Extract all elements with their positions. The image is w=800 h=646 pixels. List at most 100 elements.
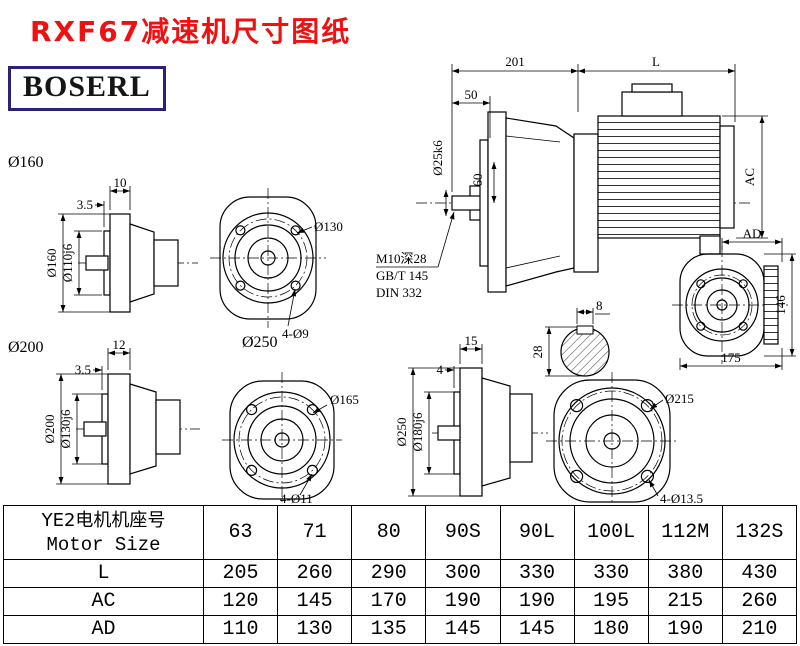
motor-size-header-cell: YE2电机机座号 Motor Size	[3, 505, 204, 560]
rear-shaft-stub	[699, 235, 721, 255]
flange-200-group-label: Ø200	[8, 339, 44, 356]
flange-200-side-view: 12 3.5 Ø200 Ø130j6	[42, 337, 200, 485]
dim-146-label: 146	[773, 295, 788, 315]
flange-160-plate	[109, 213, 131, 313]
flange-250-group-label: Ø250	[242, 334, 278, 351]
bolt-hole	[640, 469, 655, 483]
flange-250-housing	[481, 377, 511, 487]
motor-body	[597, 115, 721, 239]
column-header: 112M	[647, 505, 723, 560]
dim-160-holes-label: 4-Ø9	[282, 326, 309, 341]
logo-text: BOSERL	[23, 70, 151, 103]
dim-160-bc-label: Ø130	[314, 219, 343, 234]
rear-motor-block	[763, 265, 779, 345]
dim-50-label: 50	[465, 87, 478, 102]
motor-dimension-table: YE2电机机座号 Motor Size 63 71 80 90S 90L 100…	[3, 505, 798, 644]
table-cell: 260	[721, 587, 798, 616]
bolt-hole	[235, 225, 246, 236]
flange-250-plate	[459, 367, 483, 497]
dim-200-thickness-label: 12	[113, 337, 126, 352]
table-cell: 170	[351, 587, 427, 616]
table-cell: 215	[647, 587, 723, 616]
terminal-box	[621, 91, 683, 117]
dim-200-spigot-label: Ø130j6	[58, 409, 73, 449]
column-header: 90L	[499, 505, 575, 560]
dim-201-label: 201	[505, 54, 525, 69]
table-header-row: YE2电机机座号 Motor Size 63 71 80 90S 90L 100…	[3, 505, 798, 560]
shaft-key-section: 8 28	[530, 298, 610, 377]
motor-adapter	[573, 133, 599, 273]
flange-250-side-view: 15 4 Ø250 Ø180j6	[394, 333, 548, 497]
flange-160-group-label: Ø160	[8, 154, 44, 171]
flange-160-front-view: Ø130 4-Ø9	[210, 188, 343, 341]
dim-200-od-label: Ø200	[42, 415, 57, 444]
column-header: 63	[202, 505, 279, 560]
flange-250-front-view: Ø215 4-Ø13.5	[546, 372, 703, 505]
table-cell: 190	[425, 587, 501, 616]
flange-160-side-view: 10 3.5 Ø160 Ø110j6	[44, 175, 198, 313]
table-cell: 190	[499, 587, 575, 616]
dim-AC-label: AC	[742, 168, 757, 186]
column-header: 132S	[721, 505, 798, 560]
dim-160-spigot-label: Ø110j6	[60, 243, 75, 282]
table-cell: 330	[499, 559, 575, 588]
flange-160-outline	[219, 196, 317, 320]
dim-key-width-label: 8	[596, 298, 603, 313]
flange-160-housing	[129, 223, 155, 303]
keyway-slot	[576, 325, 594, 335]
row-label: AD	[3, 615, 204, 644]
flange-160-housing-rear	[153, 239, 179, 287]
table-cell: 290	[351, 559, 427, 588]
flange-250-shaft	[437, 425, 461, 441]
row-label: L	[3, 559, 204, 588]
table-row-L: L 205 260 290 300 330 330 380 430	[3, 559, 798, 588]
technical-drawing: 201 L 50 Ø25k6 60 AC M10深28 GB/T 145 DIN…	[8, 54, 796, 505]
flange-200-housing	[129, 383, 157, 475]
row-label: AC	[3, 587, 204, 616]
flange-160-bolt-circle	[228, 218, 308, 298]
column-header: 80	[351, 505, 427, 560]
bolt-hole	[569, 469, 584, 483]
table-cell: 330	[573, 559, 649, 588]
table-cell: 130	[277, 615, 353, 644]
bolt-hole	[696, 321, 706, 331]
dim-160-thickness-label: 10	[114, 175, 127, 190]
table-cell: 430	[721, 559, 798, 588]
page-title: RXF67减速机尺寸图纸	[30, 15, 352, 48]
dim-60-label: 60	[470, 174, 485, 187]
bolt-hole	[738, 321, 748, 331]
table-row-AD: AD 110 130 135 145 145 180 190 210	[3, 615, 798, 644]
bolt-hole	[246, 404, 258, 416]
flange-250-bolt-circle	[561, 390, 663, 492]
dim-250-thickness-label: 15	[465, 333, 478, 348]
flange-plate	[487, 111, 507, 293]
main-assembly-side-view	[416, 83, 752, 293]
table-cell: 135	[351, 615, 427, 644]
column-header: 71	[277, 505, 353, 560]
flange-200-shaft	[83, 421, 107, 437]
flange-200-housing-rear	[155, 399, 181, 455]
fan-cover	[719, 125, 735, 229]
logo: BOSERL	[8, 66, 166, 111]
thread-note-line2: GB/T 145	[376, 268, 428, 283]
dim-250-bc-label: Ø215	[665, 391, 694, 406]
rear-bolt-circle	[691, 274, 753, 336]
dim-250-holes-label: 4-Ø13.5	[660, 491, 703, 505]
terminal-box-lid	[631, 83, 673, 93]
bolt-hole	[235, 280, 246, 291]
table-cell: 195	[573, 587, 649, 616]
table-cell: 260	[277, 559, 353, 588]
dim-L-label: L	[652, 54, 660, 69]
dim-200-step-label: 3.5	[75, 362, 91, 377]
flange-200-front-view: Ø165 4-Ø11	[222, 372, 359, 505]
table-row-AC: AC 120 145 170 190 190 195 215 260	[3, 587, 798, 616]
thread-note-line1: M10深28	[376, 251, 427, 266]
flange-200-plate	[107, 373, 131, 485]
column-header: 90S	[425, 505, 501, 560]
dim-shaft-dia-label: Ø25k6	[430, 140, 445, 176]
table-cell: 190	[647, 615, 723, 644]
main-assembly-dimensions: 201 L 50 Ø25k6 60 AC	[430, 54, 768, 239]
shaft-thread-note: M10深28 GB/T 145 DIN 332	[376, 211, 455, 300]
dim-AD-label: AD	[743, 226, 762, 241]
